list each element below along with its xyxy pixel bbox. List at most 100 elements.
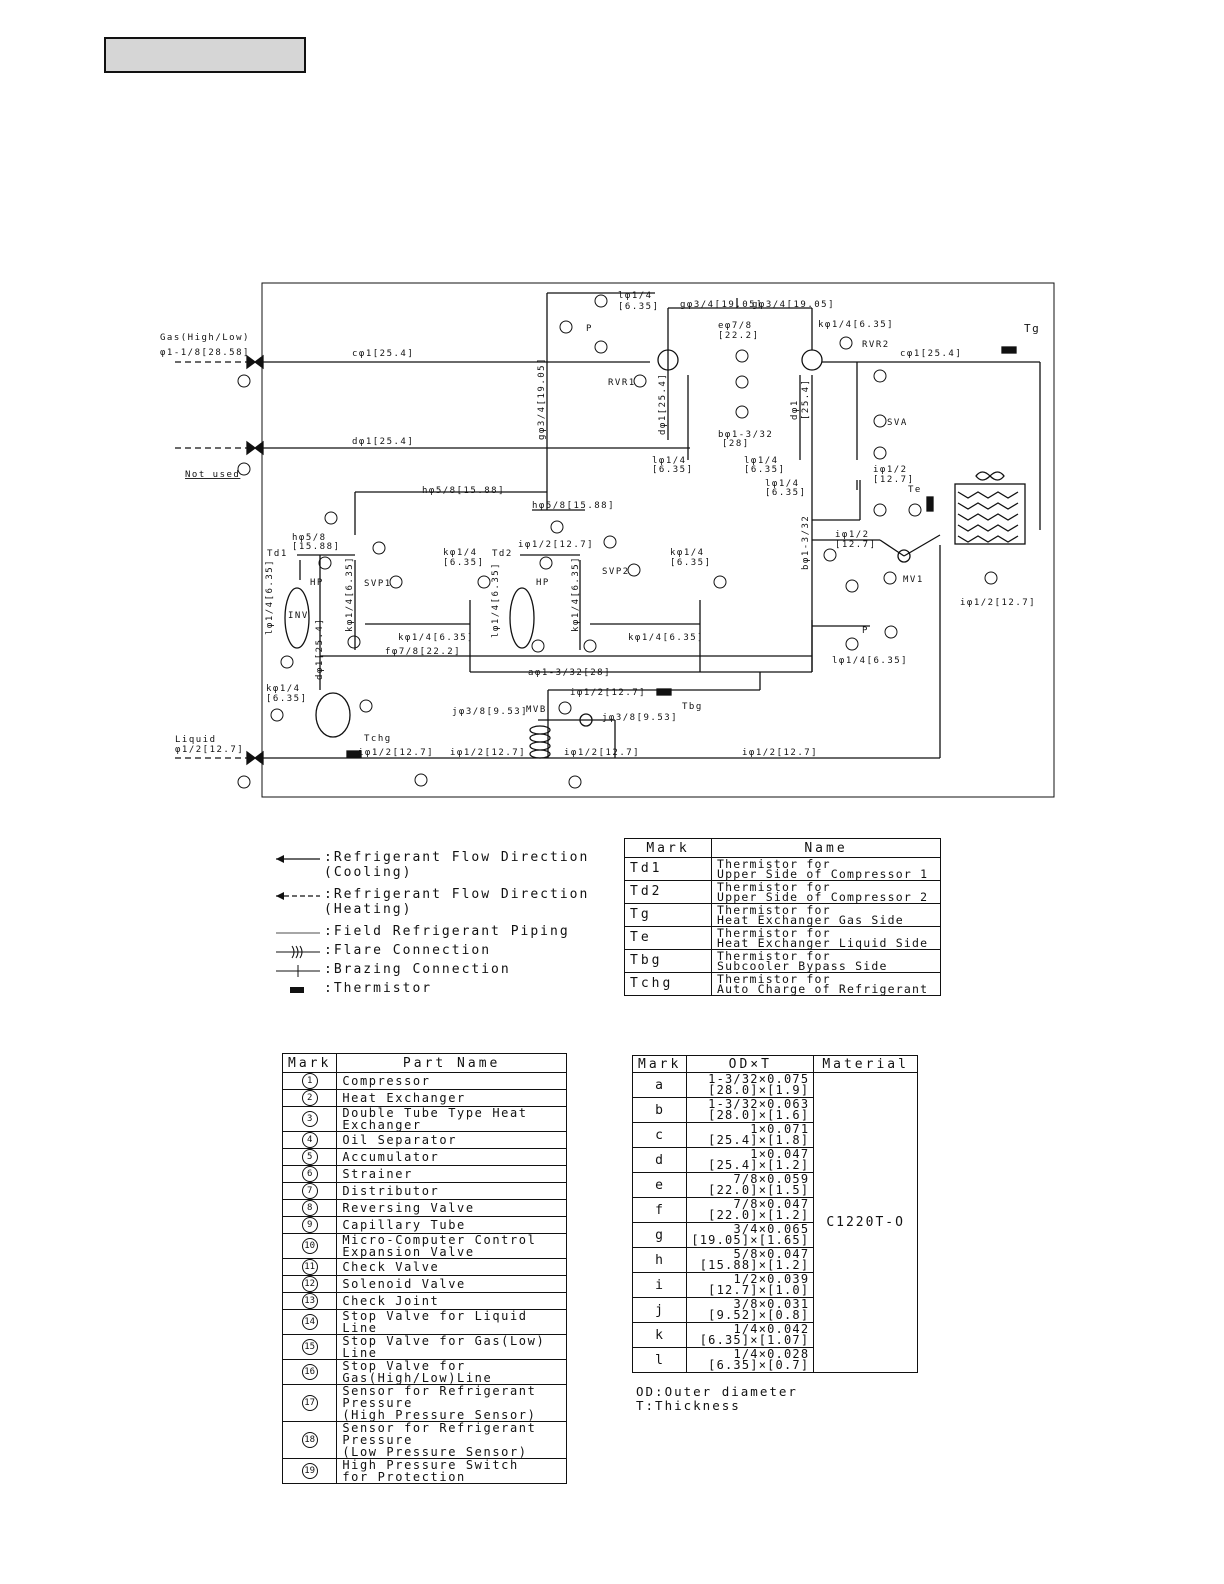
refrigerant-cycle-diagram: Gas(High/Low) φ1-1/8[28.58] Not used Liq… — [160, 282, 1055, 798]
legend-text: :Refrigerant Flow Direction — [324, 887, 590, 902]
pipe-label: hφ5/8 — [292, 533, 327, 543]
part-name-line2: (Low Pressure Sensor) — [342, 1445, 528, 1459]
pipe-label: iφ1/2[12.7] — [960, 598, 1036, 608]
note-t: T:Thickness — [636, 1398, 741, 1413]
label-tg: Tg — [1024, 322, 1040, 335]
pipe-label: lφ1/4 — [765, 479, 800, 489]
pipe-label: dφ1 — [790, 399, 800, 420]
label-gas-size: φ1-1/8[28.58] — [160, 348, 250, 358]
thermistor-icon — [270, 981, 324, 999]
label-rvr2: RVR2 — [862, 340, 890, 350]
label-gas-high-low: Gas(High/Low) — [160, 333, 250, 343]
table-header: Name — [711, 838, 941, 858]
label-liquid: Liquid — [175, 735, 217, 745]
part-name: Strainer — [342, 1167, 413, 1181]
pipe-label: eφ7/8 — [718, 321, 753, 331]
part-name-line2: for Protection — [342, 1470, 466, 1484]
pipe-label: lφ1/4 — [618, 291, 653, 301]
pipe-label: [12.7] — [873, 475, 915, 485]
pipe-label: gφ3/4[19.05] — [752, 300, 835, 310]
legend-text: :Brazing Connection — [324, 962, 511, 977]
part-number: 12 — [301, 1276, 318, 1292]
pipe-label: gφ3/4[19.05] — [537, 357, 547, 440]
table-header: Mark — [281, 1053, 338, 1073]
label-p-1: P — [586, 324, 593, 334]
pipe-label: iφ1/2[12.7] — [450, 748, 526, 758]
part-name: Distributor — [342, 1184, 440, 1198]
pipe-label: [6.35] — [266, 694, 308, 704]
pipe-label: iφ1/2 — [835, 530, 870, 540]
pipe-label: bφ1-3/32 — [801, 515, 811, 570]
pipe-label: lφ1/4 — [652, 456, 687, 466]
table-header: OD×T — [686, 1055, 815, 1073]
part-number: 18 — [301, 1432, 318, 1448]
part-name: Reversing Valve — [342, 1201, 475, 1215]
label-svp2: SVP2 — [602, 567, 630, 577]
part-name: Solenoid Valve — [342, 1277, 466, 1291]
header-box — [104, 37, 306, 73]
part-number: 10 — [301, 1238, 318, 1254]
table-header: Mark — [631, 1055, 688, 1073]
legend-text: :Thermistor — [324, 981, 433, 996]
pipe-label: dφ1[25.4] — [352, 437, 414, 447]
pipe-mark: c — [631, 1122, 688, 1148]
part-name: Stop Valve for Gas(High/Low)Line — [342, 1359, 493, 1385]
pipe-label: [12.7] — [835, 540, 877, 550]
legend-text: :Refrigerant Flow Direction — [324, 850, 590, 865]
pipe-label: kφ1/4 — [266, 684, 301, 694]
pipe-size: 3/4×0.065[19.05]×[1.65] — [686, 1222, 815, 1248]
pipe-label: [15.88] — [292, 542, 340, 552]
compressor-1 — [284, 587, 310, 649]
pipe-mark: k — [631, 1322, 688, 1348]
part-number: 9 — [301, 1217, 318, 1233]
pipe-label: kφ1/4[6.35] — [398, 633, 474, 643]
part-name: Micro-Computer Control — [342, 1233, 537, 1247]
pipe-label: gφ3/4[19.05] — [680, 300, 763, 310]
pipe-material: C1220T-O — [813, 1072, 918, 1373]
table-cell: Tbg — [624, 949, 712, 973]
part-name: Capillary Tube — [342, 1218, 466, 1232]
label-liquid-size: φ1/2[12.7] — [175, 745, 244, 755]
pipe-size: 1/2×0.039[12.7]×[1.0] — [686, 1272, 815, 1298]
pipe-label: kφ1/4[6.35] — [818, 320, 894, 330]
pipe-label: [6.35] — [670, 558, 712, 568]
pipe-size: 1×0.071[25.4]×[1.8] — [686, 1122, 815, 1148]
part-name: Heat Exchanger — [342, 1091, 466, 1105]
legend-text: :Field Refrigerant Piping — [324, 924, 570, 939]
pipe-label: [6.35] — [765, 488, 807, 498]
part-number: 2 — [301, 1090, 318, 1106]
pipe-label: lφ1/4[6.35] — [265, 559, 275, 635]
pipe-mark: j — [631, 1297, 688, 1323]
label-sva: SVA — [887, 418, 908, 428]
table-header: Part Name — [336, 1053, 567, 1073]
legend-subtext: (Cooling) — [324, 865, 413, 880]
pipe-mark: e — [631, 1172, 688, 1198]
part-number: 14 — [301, 1314, 318, 1330]
legend-item: :Brazing Connection — [270, 962, 590, 980]
pipe-label: iφ1/2[12.7] — [742, 748, 818, 758]
pipe-mark: l — [631, 1347, 688, 1373]
flare-connection-icon — [270, 943, 324, 961]
note-od: OD:Outer diameter — [636, 1384, 798, 1399]
pipe-mark: b — [631, 1097, 688, 1123]
